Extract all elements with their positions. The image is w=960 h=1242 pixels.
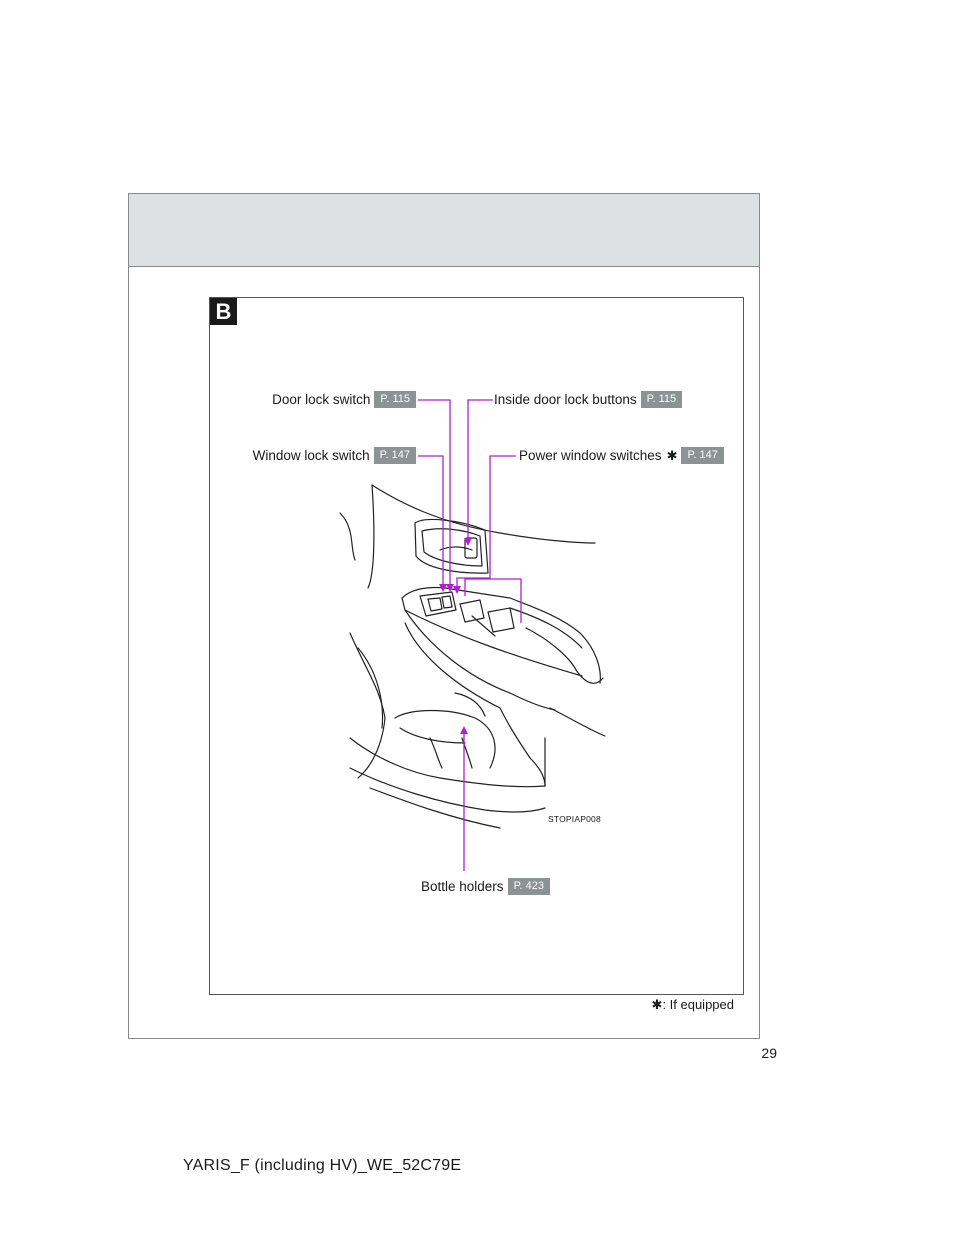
callout-door-lock-switch: Door lock switch P. 115: [272, 391, 416, 408]
page-ref-link[interactable]: P. 115: [374, 391, 416, 408]
callout-label: Inside door lock buttons: [494, 392, 637, 407]
page-frame: B: [128, 193, 760, 1039]
page-ref-link[interactable]: P. 423: [507, 878, 550, 895]
callout-inside-door-lock-buttons: Inside door lock buttons P. 115: [494, 391, 683, 408]
page-ref-link[interactable]: P. 147: [373, 447, 416, 464]
equipped-star-icon: ✱: [651, 997, 663, 1012]
door-panel-illustration: [339, 399, 606, 871]
footnote: ✱: If equipped: [652, 997, 734, 1013]
callout-label: Bottle holders: [421, 879, 504, 894]
page-ref-link[interactable]: P. 115: [640, 391, 683, 408]
section-badge: B: [210, 298, 237, 325]
callout-label: Door lock switch: [272, 392, 371, 407]
document-id: YARIS_F (including HV)_WE_52C79E: [183, 1157, 462, 1174]
page-ref-link[interactable]: P. 147: [681, 447, 724, 464]
footnote-text: : If equipped: [662, 997, 734, 1012]
callout-bottle-holders: Bottle holders P. 423: [421, 878, 550, 895]
callout-power-window-switches: Power window switches ✱ P. 147: [519, 447, 724, 464]
callout-label: Power window switches: [519, 448, 662, 463]
equipped-star-icon: ✱: [666, 447, 678, 463]
header-band: [129, 194, 759, 267]
page-number: 29: [761, 1045, 777, 1061]
illustration-panel: B: [209, 297, 744, 995]
figure-code: STOPIAP008: [548, 814, 601, 824]
callout-label: Window lock switch: [252, 448, 370, 463]
callout-window-lock-switch: Window lock switch P. 147: [253, 447, 416, 464]
